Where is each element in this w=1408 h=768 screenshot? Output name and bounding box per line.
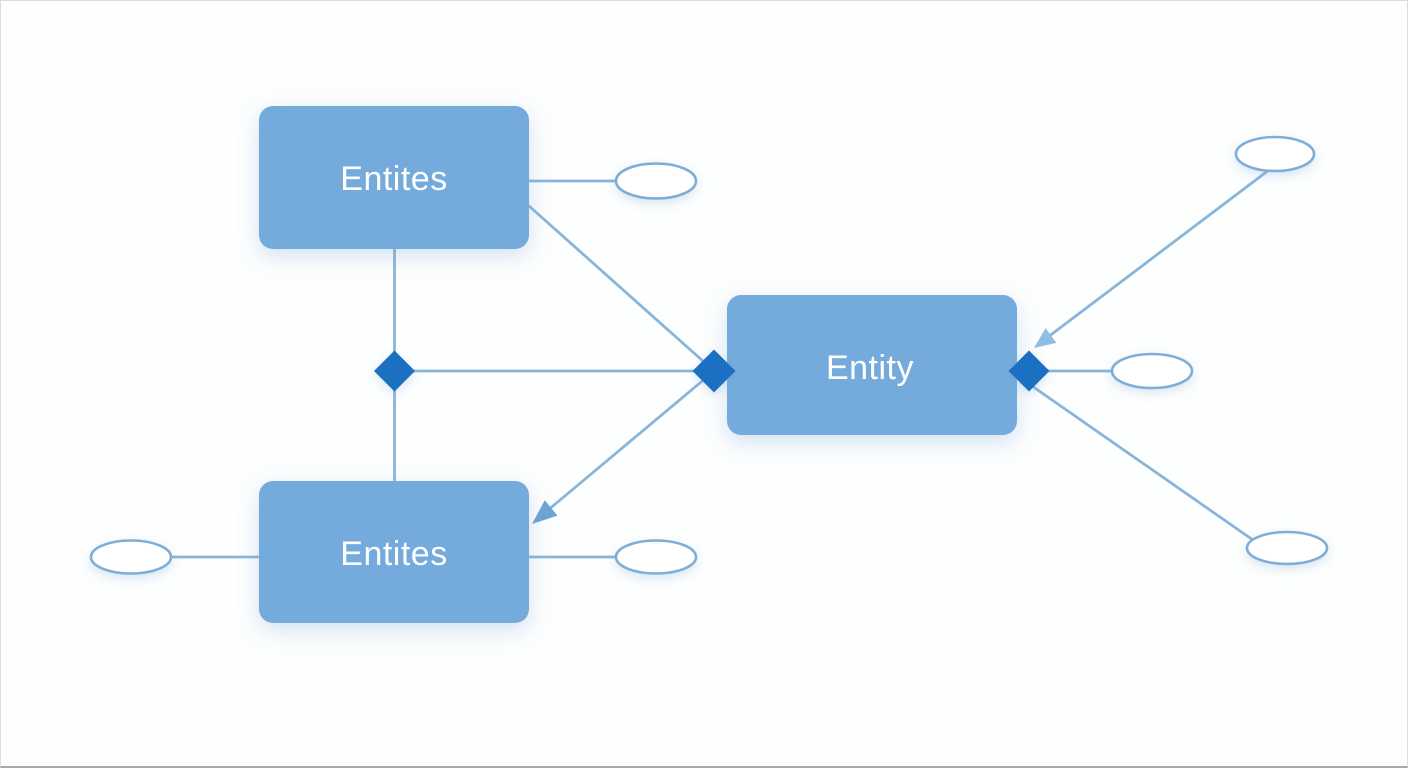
entity-node-center[interactable]: Entity bbox=[727, 295, 1017, 435]
attribute-ellipse-bottom-left[interactable] bbox=[614, 539, 698, 575]
attribute-ellipse-bottom-right[interactable] bbox=[1245, 530, 1329, 566]
attribute-ellipse-top-left[interactable] bbox=[614, 162, 698, 200]
attribute-ellipse-right[interactable] bbox=[1110, 352, 1194, 390]
edge-topbox-to-entitydiamond bbox=[527, 204, 715, 372]
arrowhead-icon bbox=[1034, 328, 1057, 348]
entity-rect[interactable] bbox=[259, 106, 529, 249]
entity-label: Entites bbox=[340, 535, 447, 573]
attribute-ellipse-left[interactable] bbox=[89, 539, 173, 575]
entity-rect[interactable] bbox=[727, 295, 1017, 435]
arrowhead-icon bbox=[532, 500, 558, 524]
entity-label: Entites bbox=[340, 160, 447, 198]
relationship-diamond-left[interactable] bbox=[374, 350, 415, 392]
entity-node-bottom-left[interactable]: Entites bbox=[259, 481, 529, 623]
edge-attrtopright-to-entity bbox=[1042, 168, 1271, 342]
entity-node-top-left[interactable]: Entites bbox=[259, 106, 529, 249]
attribute-ellipse-top-right[interactable] bbox=[1234, 135, 1316, 173]
entity-rect[interactable] bbox=[259, 481, 529, 623]
relationship-diamond-entity-left[interactable] bbox=[692, 349, 736, 393]
edge-entitydiamond-to-attrbottomright bbox=[1030, 384, 1255, 542]
entity-label: Entity bbox=[826, 349, 914, 387]
relationship-diamond-entity-right[interactable] bbox=[1008, 350, 1050, 392]
edge-entitydiamond-to-bottombox bbox=[539, 370, 715, 518]
